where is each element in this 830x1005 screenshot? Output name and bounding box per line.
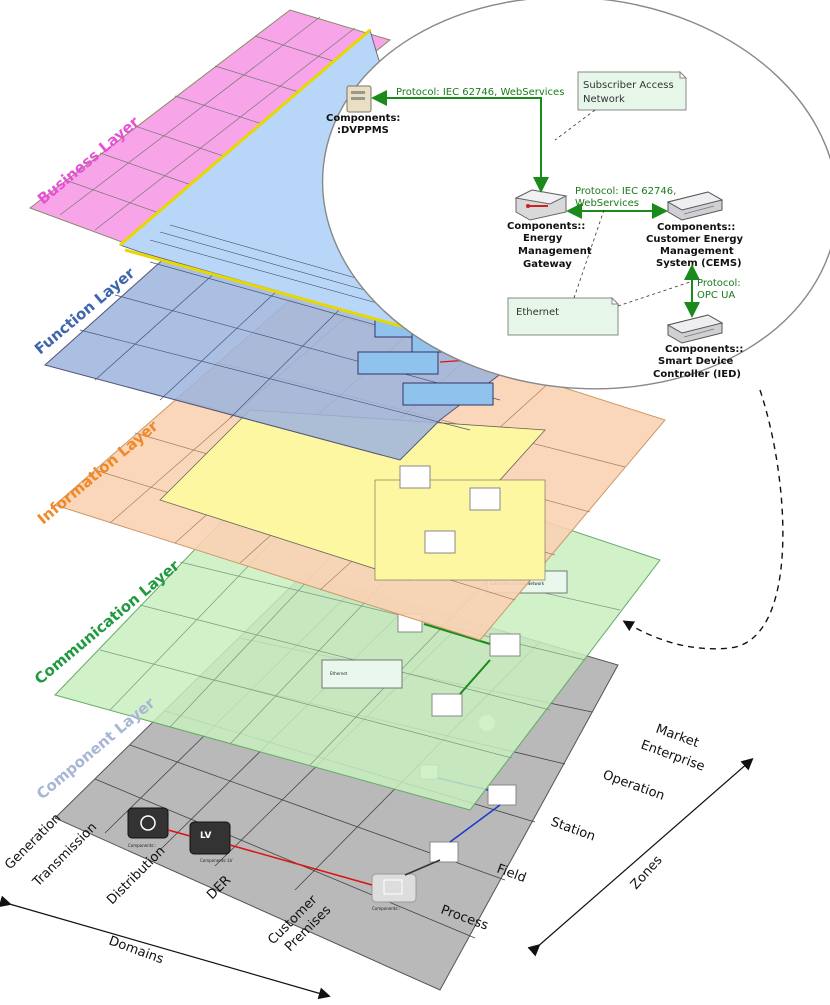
svg-text:LV: LV xyxy=(200,831,211,841)
subscriber-note-line2: Network xyxy=(583,94,625,105)
zone-operation: Operation xyxy=(601,768,667,804)
cems-label-line4: System (CEMS) xyxy=(656,258,742,269)
subscriber-access-network-note: Subscriber Access Network xyxy=(577,70,688,111)
svg-text:Components::: Components:: xyxy=(372,906,400,911)
emg-label-line2: Energy xyxy=(523,233,563,244)
cems-label-line3: Management xyxy=(660,246,734,257)
zoom-dashed-arrow xyxy=(622,389,784,650)
svg-text:Ethernet: Ethernet xyxy=(330,671,348,676)
emg-label-line1: Components:: xyxy=(507,221,585,232)
cems-label-line1: Components:: xyxy=(657,222,735,233)
zones-axis-arrow xyxy=(527,758,754,957)
sdc-label-line3: Controller (IED) xyxy=(653,369,741,380)
subscriber-note-line1: Subscriber Access xyxy=(583,80,674,91)
svg-text:Components::: Components:: xyxy=(128,843,156,848)
smart-device-controller-icon xyxy=(666,314,724,344)
protocol-label-mid-line1: Protocol: IEC 62746, xyxy=(575,186,676,197)
cems-device-icon xyxy=(666,191,724,221)
dvppms-label-line2: :DVPPMS xyxy=(337,125,389,136)
protocol-label-right-line2: OPC UA xyxy=(697,290,735,301)
domains-axis-arrow xyxy=(0,895,331,1000)
emg-label-line3: Management xyxy=(518,246,592,257)
dvppms-label-line1: Components: xyxy=(326,113,400,124)
svg-text:Components::LV: Components::LV xyxy=(200,858,233,863)
ethernet-note: Ethernet xyxy=(507,296,620,336)
cems-label-line2: Customer Energy xyxy=(646,234,743,245)
ethernet-note-text: Ethernet xyxy=(516,307,559,318)
emg-label-line4: Gateway xyxy=(523,259,572,270)
link-dvppms-gateway xyxy=(371,90,549,193)
protocol-label-right-line1: Protocol: xyxy=(697,278,741,289)
domains-axis-label: Domains xyxy=(107,934,166,968)
protocol-label-top: Protocol: IEC 62746, WebServices xyxy=(396,87,564,98)
zone-field: Field xyxy=(495,862,528,886)
sdc-label-line2: Smart Device xyxy=(658,356,734,367)
zones-axis-label: Zones xyxy=(628,853,666,893)
protocol-label-mid-line2: WebServices xyxy=(575,198,639,209)
sdc-label-line1: Components:: xyxy=(665,344,743,355)
zone-station: Station xyxy=(549,815,598,845)
zoom-callout: Components: :DVPPMS Components:: Energy … xyxy=(321,0,830,390)
server-icon xyxy=(346,85,372,113)
